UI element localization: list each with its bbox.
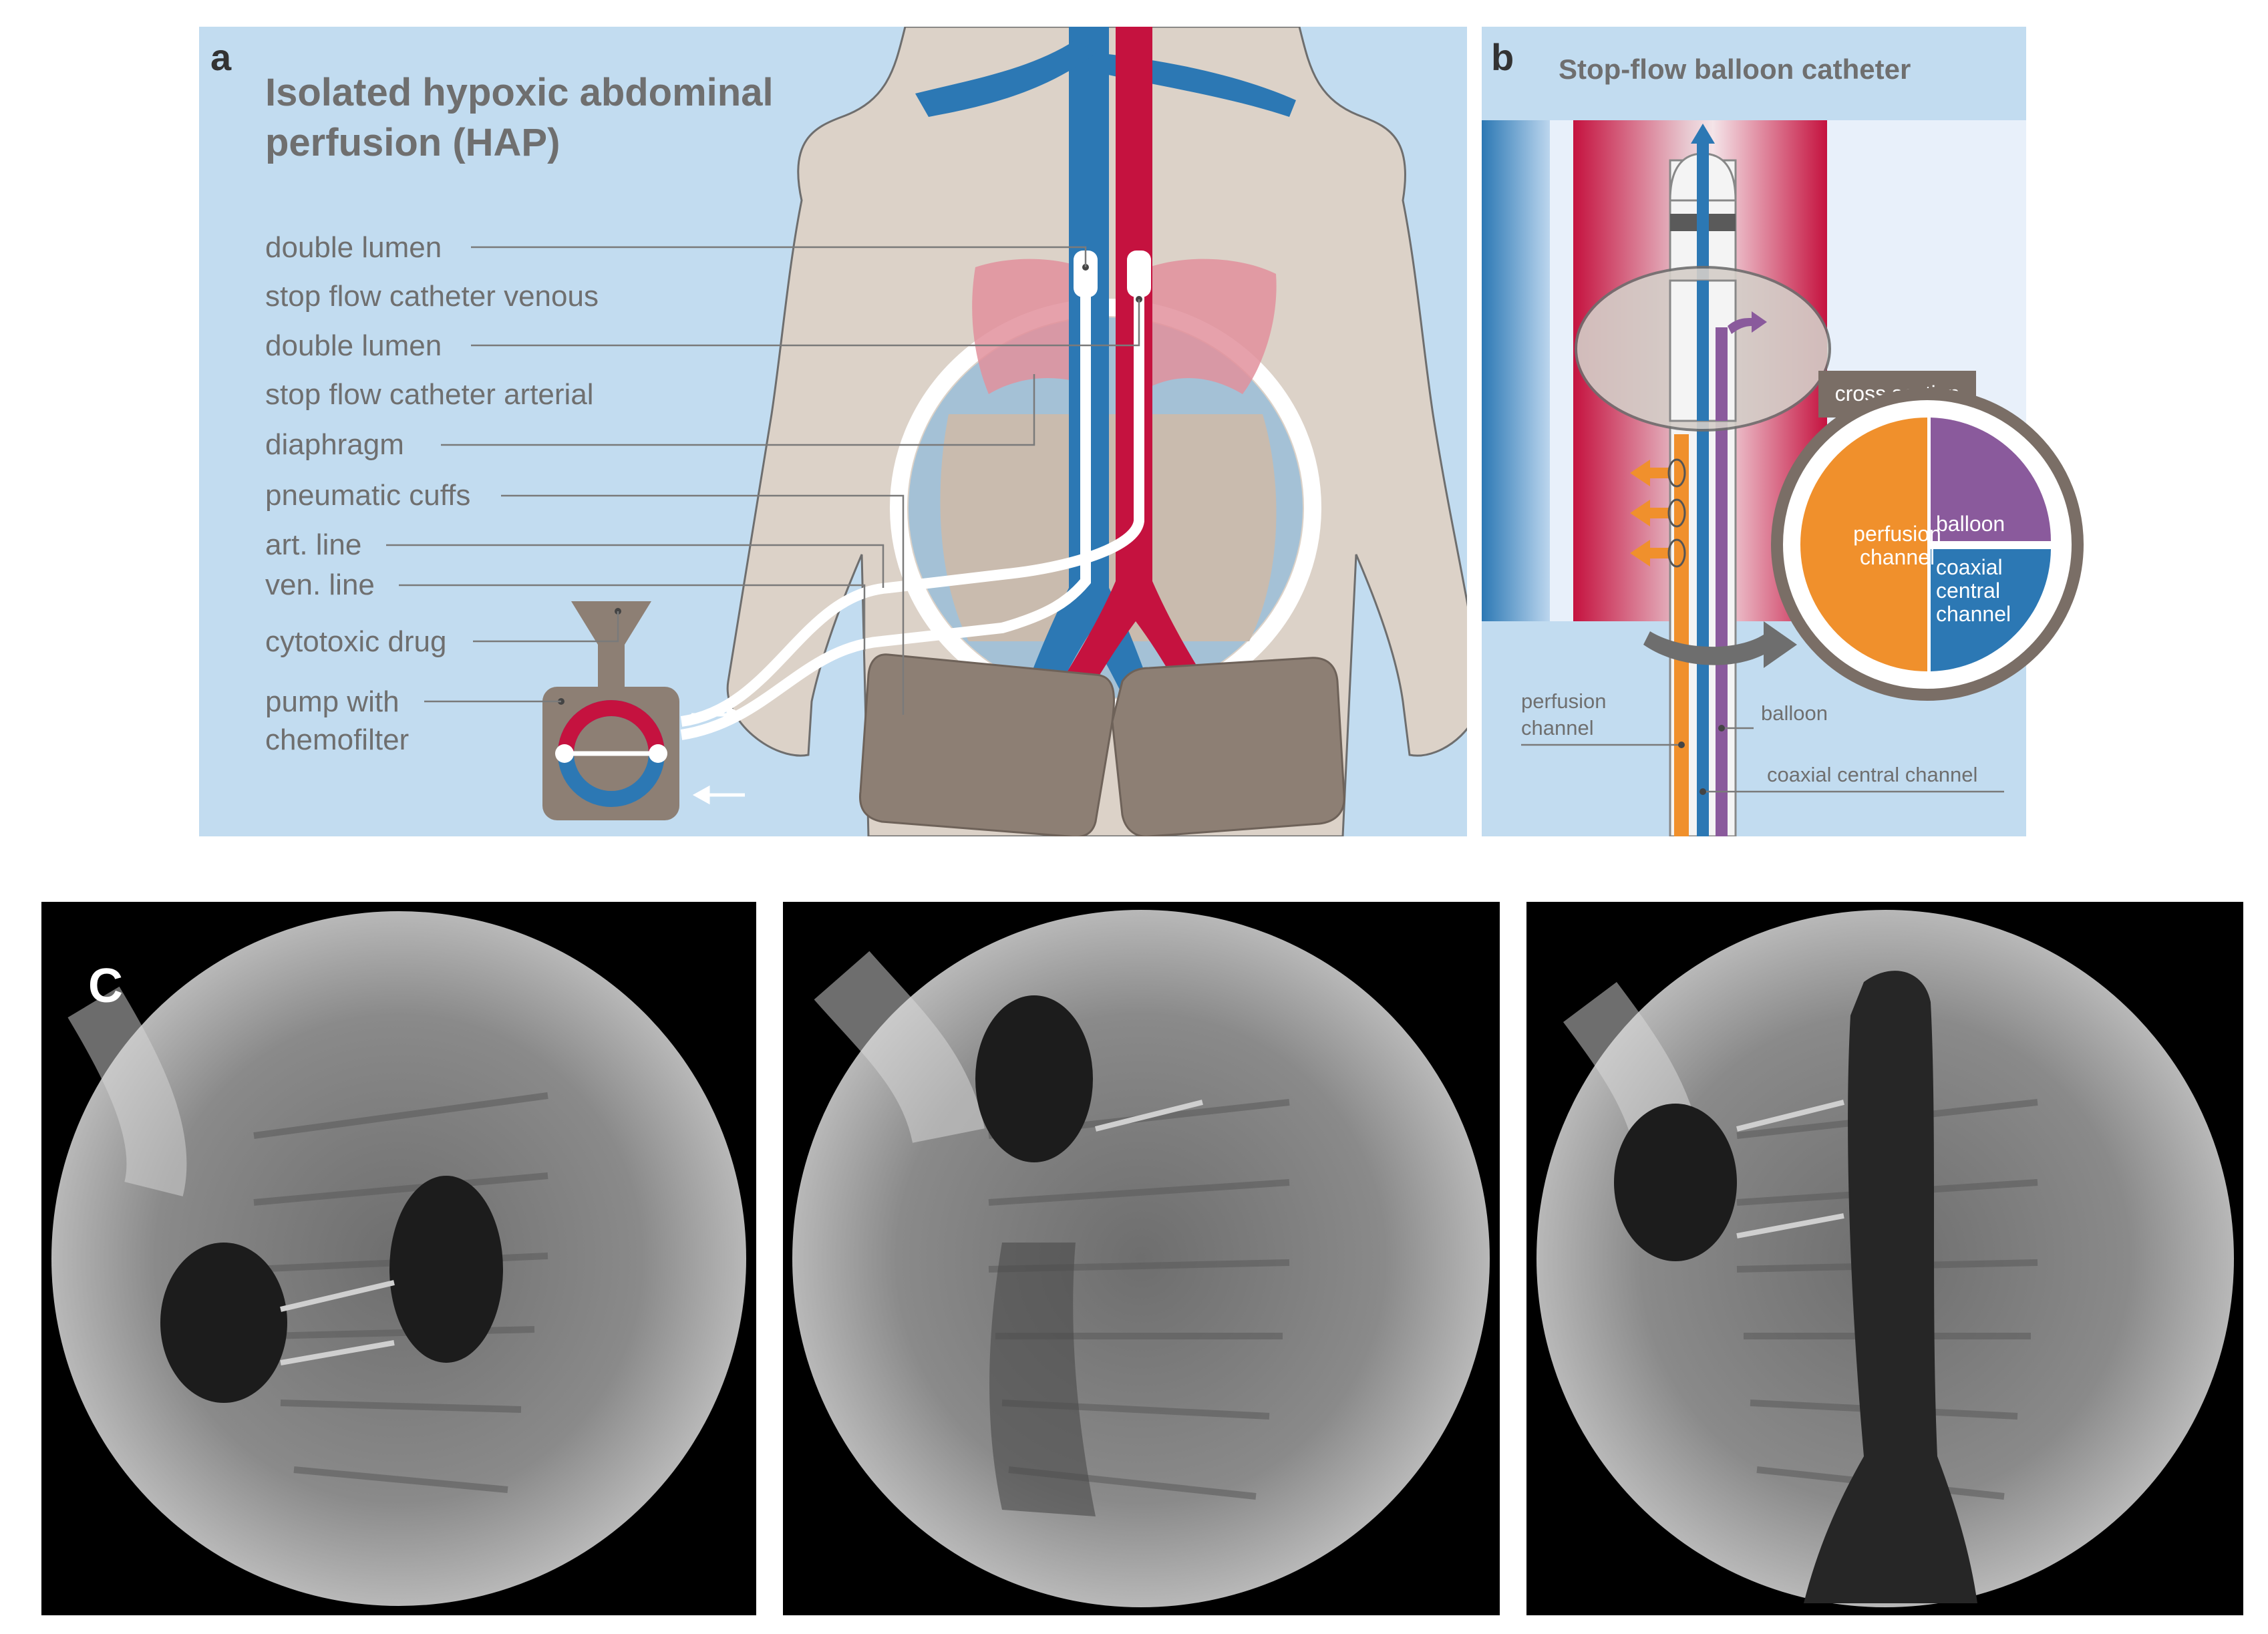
label-stop-flow-venous: stop flow catheter venous [265,280,599,313]
label-pump-with: pump with [265,685,399,718]
cs-coaxial-line3: channel [1936,602,2011,626]
panel-c-letter: C [88,959,123,1013]
cs-perfusion-line1: perfusion [1853,522,1941,546]
label-b-perfusion-line1: perfusion [1521,689,1607,713]
label-diaphragm: diaphragm [265,428,404,461]
label-b-perfusion-line2: channel [1521,716,1594,740]
cuff-left [858,653,1115,836]
contrast-column-2 [989,1243,1096,1516]
vein-branch-left [915,40,1096,117]
catheter-arterial [680,274,1144,727]
label-stop-flow-arterial: stop flow catheter arterial [265,378,594,411]
balloon-3 [1614,1104,1737,1261]
panel-b-letter: b [1491,36,1514,78]
label-double-lumen-arterial: double lumen [265,329,442,362]
panel-a: a Isolated hypoxic abdominal perfusion (… [199,27,1467,836]
label-b-coaxial: coaxial central channel [1767,763,1977,786]
xray-2 [783,902,1500,1615]
flow-arrows [691,705,745,805]
panel-a-letter: a [210,36,232,78]
vein-wall [1482,120,1550,621]
panel-a-labels: double lumen stop flow catheter venous d… [265,231,599,756]
central-channel [1697,134,1709,836]
xray-3 [1526,902,2243,1615]
panel-b-labels: perfusion channel balloon coaxial centra… [1521,689,2004,795]
label-double-lumen-venous: double lumen [265,231,442,264]
label-b-balloon: balloon [1761,701,1828,725]
panel-b-header [1482,27,2026,120]
drug-funnel [571,601,651,687]
cs-perfusion-line2: channel [1860,545,1935,569]
cross-section-coaxial [1931,549,2051,671]
panel-b-title: Stop-flow balloon catheter [1559,53,1911,85]
panel-c: C [41,902,2243,1615]
perfusion-arrows [1630,458,1686,568]
balloon-2 [975,995,1093,1162]
cs-coaxial-line1: coaxial [1936,555,2003,579]
cross-section: cross section perfusion channel balloon … [1771,371,2084,701]
label-chemofilter: chemofilter [265,723,409,756]
cs-balloon: balloon [1936,512,2005,536]
cs-coaxial-line2: central [1936,579,2000,603]
perfusion-channel [1674,434,1689,836]
contrast-column-3 [1804,971,1977,1603]
balloon-arterial [1127,251,1151,297]
xray-1: C [41,902,756,1615]
label-art-line: art. line [265,528,361,561]
label-pneumatic-cuffs: pneumatic cuffs [265,479,470,512]
cross-section-arrow [1643,621,1797,668]
balloon-channel [1716,334,1728,836]
pump-chemofilter [542,601,679,820]
balloon-1-right [389,1176,503,1363]
balloon-1-left [160,1243,287,1403]
balloon-venous [1074,251,1098,297]
panel-b: cross section perfusion channel balloon … [1482,27,2084,836]
label-ven-line: ven. line [265,568,375,601]
cross-section-balloon [1931,418,2051,541]
diaphragm-shape [972,259,1277,394]
balloon-inflation-arrow [1728,311,1767,334]
panel-a-leaders [386,246,1140,715]
cuff-right [1111,657,1345,836]
label-cytotoxic-drug: cytotoxic drug [265,625,446,658]
panel-a-title-line2: perfusion (HAP) [265,121,560,164]
cross-section-perfusion [1800,418,1927,671]
panel-a-title-line1: Isolated hypoxic abdominal [265,71,774,114]
